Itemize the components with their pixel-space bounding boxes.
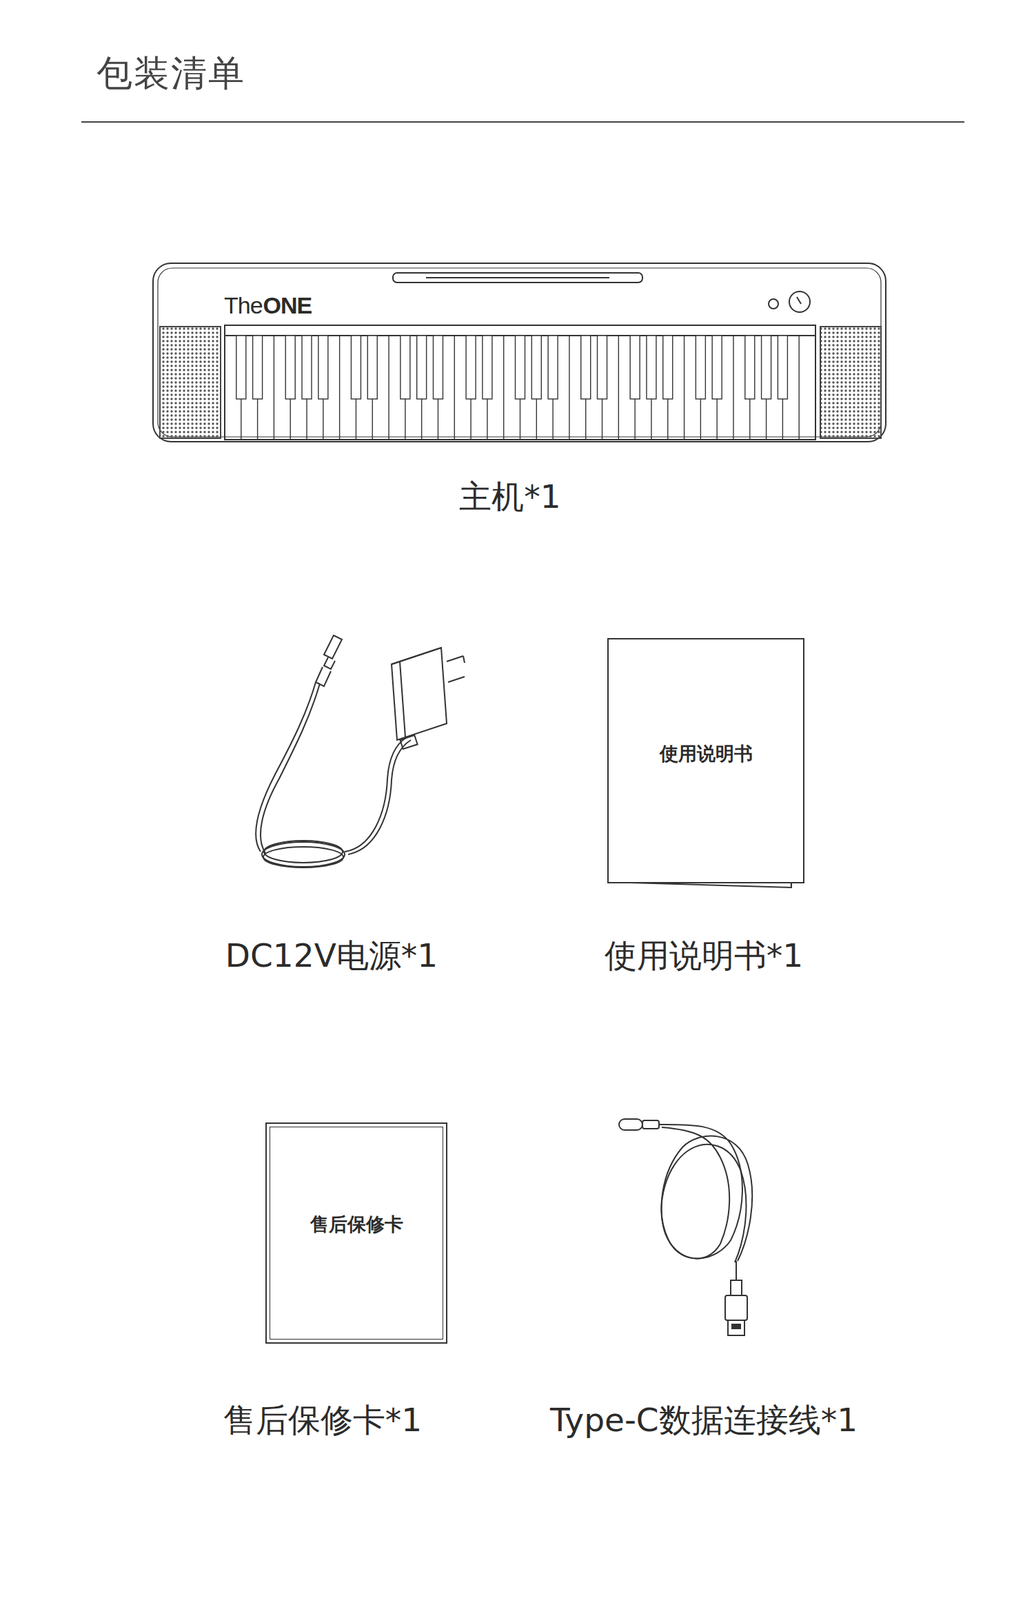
item-caption: Type-C数据连接线*1 xyxy=(550,1399,858,1443)
item-caption: 使用说明书*1 xyxy=(604,934,804,979)
manual-booklet: 使用说明书 xyxy=(607,638,805,884)
cover-title: 使用说明书 xyxy=(608,741,804,767)
title-rule xyxy=(81,121,965,123)
item-caption: 售后保修卡*1 xyxy=(223,1399,422,1443)
power-adapter-drawing xyxy=(255,635,465,868)
logo-text: ONE xyxy=(263,292,313,320)
type-c-cable-drawing xyxy=(619,1119,753,1336)
warranty-card: 售后保修卡 xyxy=(265,1122,448,1345)
logo-text: The xyxy=(224,292,263,320)
page-title: 包装清单 xyxy=(96,49,246,98)
cover-title: 售后保修卡 xyxy=(266,1212,446,1238)
keyboard-drawing xyxy=(153,263,886,442)
item-caption: 主机*1 xyxy=(459,475,561,520)
item-caption: DC12V电源*1 xyxy=(225,934,438,979)
